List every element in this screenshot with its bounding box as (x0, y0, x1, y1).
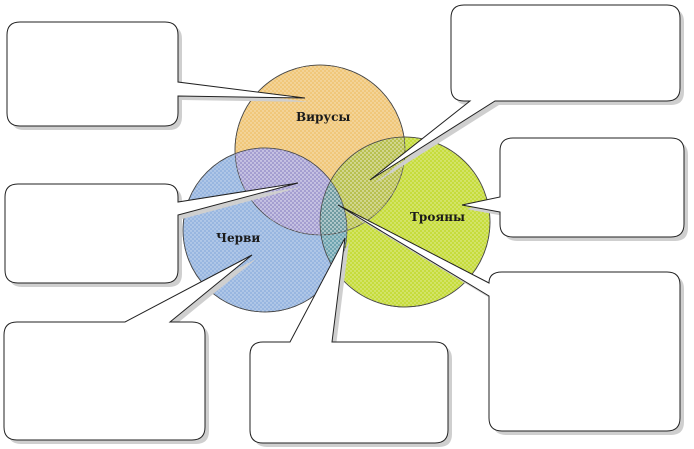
callout-worms-trojans (249, 237, 452, 447)
trojans-label: Трояны (410, 210, 465, 224)
callout-viruses-worms (4, 182, 302, 287)
callout-all-three (337, 204, 684, 435)
worms-label: Черви (216, 231, 260, 245)
callout-viruses-trojans (369, 4, 684, 184)
callout-worms-only (3, 254, 256, 444)
viruses-label: Вирусы (296, 110, 350, 124)
callout-trojans-only (461, 137, 688, 241)
callout-viruses-only (6, 21, 309, 130)
